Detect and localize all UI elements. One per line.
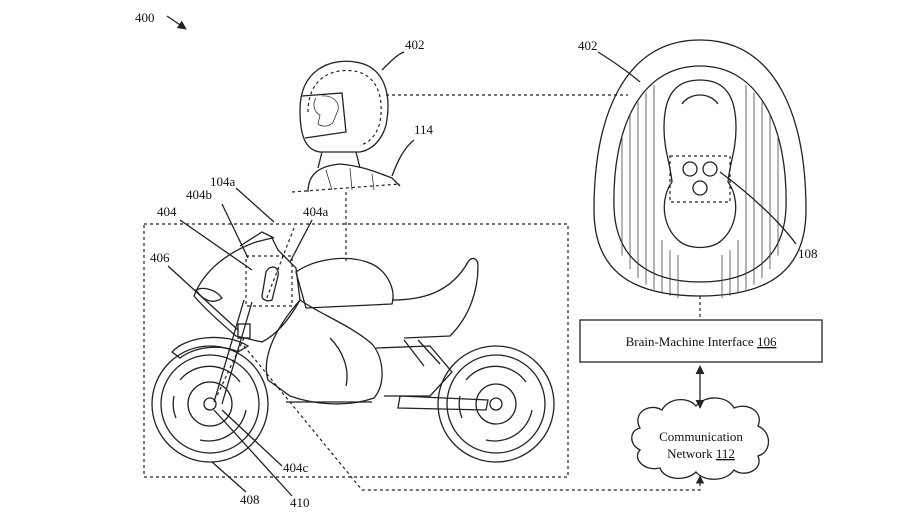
label-404: 404 [157,204,177,219]
front-tire-outer [151,345,269,463]
sensor-3 [692,180,708,196]
label-404a: 404a [303,204,329,219]
front-rim-arcs [172,365,247,442]
sensor-array-box [669,155,731,203]
leader-410 [213,409,293,497]
rear-sprocket [475,383,517,425]
rear-rim-arcs [458,365,533,442]
front-fairing [193,237,301,343]
neck [317,151,361,169]
helmet-top-view: 402 108 [578,38,818,300]
engine [375,345,453,397]
swingarm [397,395,489,411]
handgrip [261,266,279,302]
shoulders [307,163,401,193]
leader-rider [391,139,415,177]
front-brake-disc [187,381,233,427]
leader-406 [167,265,239,331]
sensor-1 [682,161,698,177]
windscreen [239,231,275,247]
bmi-block: Brain-Machine Interface 106 [579,319,823,363]
network-line1: Communication [659,429,743,444]
label-sensors: 108 [798,246,818,261]
helmet-outer-shell [593,39,807,297]
motorcycle-frame [143,223,569,478]
rear-tire-outer [437,345,555,463]
bmi-box [579,319,823,363]
leader-404b [221,203,249,259]
fairing-vent [329,337,348,387]
helmet-shell [299,60,389,153]
front-tire-inner [160,354,260,454]
handlebar-sensor-box [245,255,293,307]
tail-section [391,257,479,339]
visor-top [681,94,719,105]
fuel-tank [295,257,394,309]
leader-sensors [719,171,797,245]
wheel-wiring [215,337,245,399]
label-408: 408 [240,492,260,507]
face-profile [313,95,339,127]
motorcycle-labels: 104a 404b 404 404a 406 404c 408 410 [150,174,329,510]
figure-number: 400 [135,10,155,25]
rider-helmet-side: 402 114 [291,37,434,193]
bmi-label: Brain-Machine Interface 106 [626,334,777,349]
label-helmet-side: 402 [405,37,425,52]
network-block: Communication Network 112 [631,397,770,480]
leader-408 [211,461,247,493]
network-cloud [631,397,770,480]
jacket-folds [325,167,375,191]
front-forks [213,299,253,405]
leader-404a [289,219,313,263]
leader-404c [221,409,283,467]
side-fairing [265,299,383,405]
motorcycle [151,227,555,463]
rear-hub [489,397,503,411]
sensor-2 [702,161,718,177]
handlebar-wiring [265,227,295,301]
leader-404 [179,219,253,271]
leader-helmet-top [597,51,641,83]
label-404b: 404b [186,187,212,202]
head-top-view [663,79,737,249]
figure-label: 400 [135,10,187,30]
helmet-inner-shell [613,65,787,283]
helmet-padding-hatch [621,70,779,300]
figure-arrow [166,15,187,30]
label-406: 406 [150,250,170,265]
label-410: 410 [290,495,310,510]
label-helmet-top: 402 [578,38,598,53]
rear-shock [403,339,441,367]
network-line2: Network 112 [667,446,735,461]
front-hub [203,397,217,411]
front-fender [171,336,250,359]
label-404c: 404c [283,460,309,475]
helmet-liner [307,69,382,146]
label-rider: 114 [414,122,434,137]
helmet-visor [301,92,347,139]
label-104a: 104a [210,174,236,189]
leader-helmet-side [381,51,405,71]
break-line [291,183,401,193]
connector-bike-network [243,345,705,491]
leader-104a [235,187,275,223]
rear-tire-inner [446,354,546,454]
